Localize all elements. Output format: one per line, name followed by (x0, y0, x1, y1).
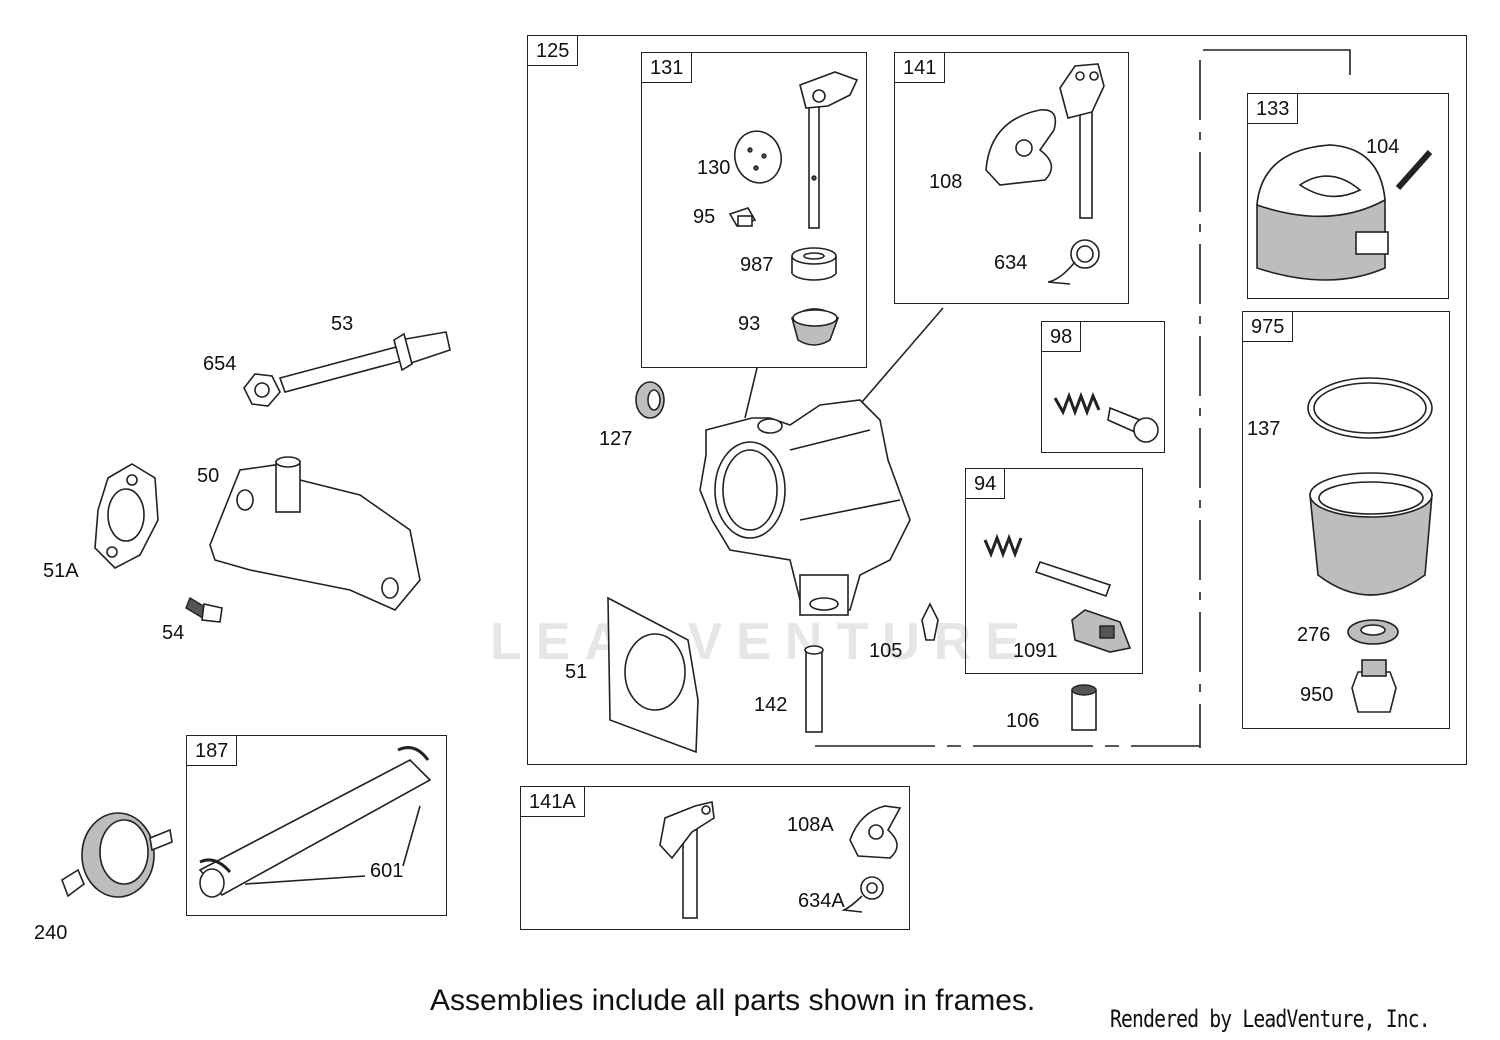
part-label-95: 95 (693, 206, 716, 228)
frame-label-133: 133 (1247, 93, 1299, 124)
spring-icon (1047, 239, 1100, 285)
part-label-108a: 108A (787, 814, 834, 836)
fuel-filter-icon (61, 812, 173, 898)
float-icon (1256, 144, 1389, 281)
frame-125: 125 (527, 35, 1467, 765)
frame-131: 131 (641, 52, 867, 368)
throttle-plate-141a-icon (849, 805, 902, 859)
spring-141a-icon (841, 876, 884, 913)
part-label-276: 276 (1297, 624, 1331, 646)
bolt-icon (185, 596, 223, 623)
frame-975: 975 (1242, 311, 1450, 729)
part-label-130: 130 (697, 157, 731, 179)
frame-141: 141 (894, 52, 1129, 304)
idle-screw-icon (1107, 406, 1159, 443)
frame-label-94: 94 (965, 468, 1006, 499)
gasket-51-icon (607, 596, 699, 754)
part-label-634: 634 (994, 252, 1028, 274)
part-label-51a: 51A (43, 560, 79, 582)
choke-plate-icon (733, 130, 783, 184)
throttle-shaft-icon (1059, 63, 1105, 219)
screw-icon (728, 207, 757, 227)
frame-label-125: 125 (527, 35, 579, 66)
throttle-shaft-141a-icon (659, 801, 715, 919)
frame-141a: 141A (520, 786, 910, 930)
carburetor-body-icon (699, 399, 911, 616)
part-label-105: 105 (869, 640, 903, 662)
needle-icon (921, 602, 939, 641)
part-label-50: 50 (197, 465, 220, 487)
jet-sleeve-icon (1071, 684, 1097, 731)
oring-icon (1307, 377, 1433, 439)
frame-94: 94 (965, 468, 1143, 674)
frame-label-141: 141 (894, 52, 946, 83)
idle-spring-icon (1053, 391, 1101, 417)
part-label-1091: 1091 (1013, 640, 1058, 662)
seal-icon (791, 308, 839, 346)
part-label-142: 142 (754, 694, 788, 716)
part-label-137: 137 (1247, 418, 1281, 440)
frame-label-141a: 141A (520, 786, 585, 817)
part-label-51: 51 (565, 661, 588, 683)
frame-133: 133 (1247, 93, 1449, 299)
washer-icon (1347, 619, 1399, 645)
part-label-634a: 634A (798, 890, 845, 912)
frame-187: 187 (186, 735, 447, 916)
dashed-enclosure (815, 49, 1351, 748)
part-label-601: 601 (370, 860, 404, 882)
part-label-240: 240 (34, 922, 68, 944)
fuel-hose-icon (198, 746, 432, 898)
render-credit: Rendered by LeadVenture, Inc. (1110, 1005, 1431, 1033)
emulsion-tube-icon (804, 645, 824, 733)
gasket-51a-icon (94, 463, 159, 569)
part-label-108: 108 (929, 171, 963, 193)
bushing-icon (791, 247, 837, 281)
solenoid-icon (1071, 609, 1132, 653)
part-label-127: 127 (599, 428, 633, 450)
mixture-screw-icon (1034, 561, 1112, 598)
part-label-106: 106 (1006, 710, 1040, 732)
part-label-53: 53 (331, 313, 354, 335)
bowl-screw-icon (1351, 659, 1397, 713)
frame-98: 98 (1041, 321, 1165, 453)
mixture-spring-icon (983, 533, 1023, 559)
cap-icon (635, 381, 665, 419)
part-label-654: 654 (203, 353, 237, 375)
nut-icon (243, 373, 281, 407)
part-label-950: 950 (1300, 684, 1334, 706)
pin-icon (1395, 150, 1433, 190)
part-label-987: 987 (740, 254, 774, 276)
frame-label-187: 187 (186, 735, 238, 766)
assembly-caption: Assemblies include all parts shown in fr… (430, 984, 1036, 1017)
part-label-93: 93 (738, 313, 761, 335)
bowl-icon (1309, 472, 1433, 596)
throttle-plate-icon (985, 109, 1057, 186)
stud-icon (278, 331, 451, 393)
part-label-104: 104 (1366, 136, 1400, 158)
frame-label-975: 975 (1242, 311, 1294, 342)
intake-elbow-icon (209, 456, 421, 611)
frame-label-98: 98 (1041, 321, 1082, 352)
leader-lines (244, 307, 944, 885)
part-label-54: 54 (162, 622, 185, 644)
choke-shaft-icon (799, 71, 859, 229)
frame-label-131: 131 (641, 52, 693, 83)
